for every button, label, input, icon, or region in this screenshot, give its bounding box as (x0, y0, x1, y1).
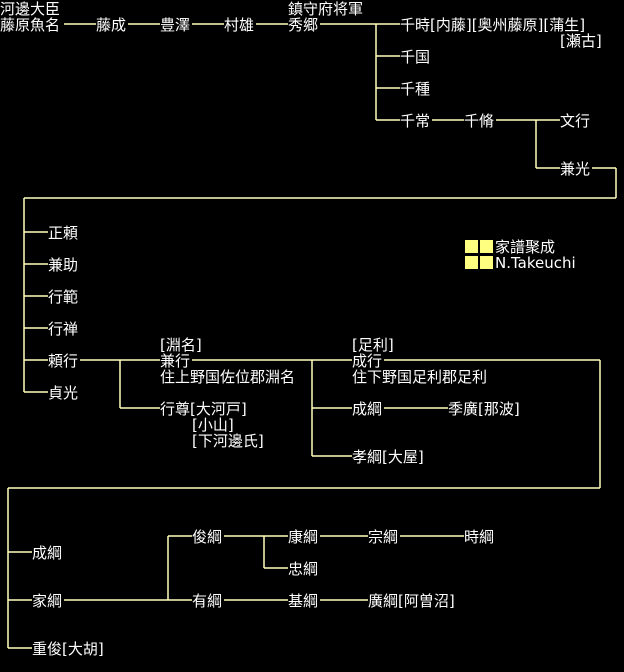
node-uono: 藤原魚名 (0, 16, 61, 34)
node-sadamitsu: 貞光 (48, 384, 79, 402)
node-chisa: 千脩 (464, 112, 495, 130)
node-nariyuki-clan: [足利] (352, 336, 394, 354)
node-yukitaka-b: [小山] (192, 416, 234, 434)
node-chitoki-b: [瀬古] (560, 32, 602, 50)
node-mototsuna: 基綱 (288, 592, 319, 610)
node-toshitsuna: 俊綱 (192, 528, 223, 546)
node-yorikuki: 頼行 (48, 352, 79, 370)
node-kanemitsu: 兼光 (560, 160, 591, 178)
legend-author-row: N.Takeuchi (465, 255, 576, 271)
node-hidesato-title: 鎮守府将軍 (288, 0, 364, 18)
node-yukitaka: 行尊[大河戸] (160, 400, 247, 418)
node-yukinori: 行範 (48, 288, 79, 306)
node-suehiro: 季廣[那波] (448, 400, 520, 418)
node-kaneyuki: 兼行 (160, 352, 191, 370)
node-uono-title: 河邊大臣 (0, 0, 61, 18)
node-chitane: 千種 (400, 80, 431, 98)
node-toyosawa: 豊澤 (160, 16, 191, 34)
node-masayori: 正頼 (48, 224, 79, 242)
node-ietsuna: 家綱 (32, 592, 63, 610)
node-tokitsuna: 時綱 (464, 528, 495, 546)
node-kanesuke: 兼助 (48, 256, 79, 274)
node-shigetoshi: 重俊[大胡] (32, 640, 104, 658)
node-fumiyuki: 文行 (560, 112, 591, 130)
legend-author: N.Takeuchi (495, 254, 576, 272)
node-hidesato: 秀郷 (288, 16, 319, 34)
node-nariyuki: 成行 (352, 352, 383, 370)
legend-square-icon (480, 256, 493, 269)
node-yasutsuna: 康綱 (288, 528, 319, 546)
node-naritsuna2: 成綱 (32, 544, 63, 562)
node-nariyuki-note: 住下野国足利郡足利 (352, 368, 488, 386)
node-kaneyuki-clan: [淵名] (160, 336, 202, 354)
legend-square-icon (480, 240, 493, 253)
node-hirotsuna: 廣綱[阿曽沼] (368, 592, 455, 610)
legend-square-icon (465, 240, 478, 253)
legend-title: 家譜聚成 (495, 238, 556, 256)
node-muraoo: 村雄 (224, 16, 255, 34)
node-chitoki: 千時[内藤][奥州藤原][蒲生] (400, 16, 586, 34)
node-fujinari: 藤成 (96, 16, 127, 34)
node-naritsuna: 成綱 (352, 400, 383, 418)
node-chikuni: 千国 (400, 48, 431, 66)
node-kaneyuki-note: 住上野国佐位郡淵名 (160, 368, 296, 386)
node-yukiyoshi: 行禅 (48, 320, 79, 338)
node-munetsuna: 宗綱 (368, 528, 399, 546)
node-chitsune: 千常 (400, 112, 431, 130)
node-aritsuna: 有綱 (192, 592, 223, 610)
legend-square-icon (465, 256, 478, 269)
legend-title-row: 家譜聚成 (465, 239, 555, 255)
node-takatsuna: 孝綱[大屋] (352, 448, 424, 466)
node-yukitaka-c: [下河邊氏] (192, 432, 264, 450)
node-tadatsuna: 忠綱 (288, 560, 319, 578)
